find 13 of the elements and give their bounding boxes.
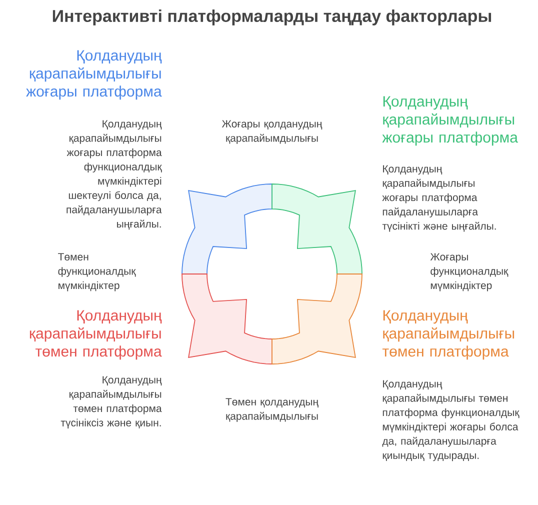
heading: Қолданудың қарапайымдылығы жоғары платформа	[26, 50, 162, 100]
description: Қолданудың қарапайымдылығы жоғары платформа функционалдық мүмкіндіктері шектеулі болса да, пайдаланушыларға ыңғайлы.	[66, 120, 162, 230]
description: Қолданудың қарапайымдылығы төмен платформа функционалдық мүмкіндіктері жоғары болса да, пайдаланушыларға қиындық тудырады.	[382, 380, 520, 462]
axis-label: Жоғары функционалдық мүмкіндіктер	[430, 253, 508, 292]
axis-label: Төмен функционалдық мүмкіндіктер	[58, 253, 136, 292]
axis-label: Жоғары қолданудың қарапайымдылығы	[222, 120, 322, 144]
title: Интерактивті платформаларды таңдау факторлары	[52, 10, 492, 26]
heading: Қолданудың қарапайымдылығы жоғары платформа	[382, 96, 518, 146]
axis-label: Төмен қолданудың қарапайымдылығы	[226, 398, 318, 422]
heading: Қолданудың қарапайымдылығы төмен платформа	[30, 310, 162, 360]
description: Қолданудың қарапайымдылығы төмен платформа түсініксіз және қиын.	[60, 376, 162, 428]
heading: Қолданудың қарапайымдылығы төмен платформа	[382, 310, 514, 360]
description: Қолданудың қарапайымдылығы жоғары платформа пайдаланушыларға түсінікті және ыңғайлы.	[382, 165, 496, 232]
